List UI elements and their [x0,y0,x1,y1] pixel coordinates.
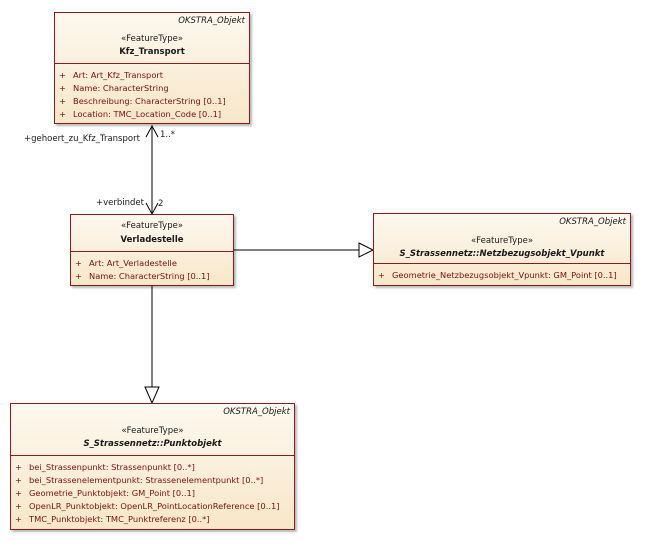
multiplicity-bottom: 2 [158,199,164,209]
attribute-row[interactable]: + Art: Art_Verladestelle [71,256,233,269]
visibility-marker: + [75,270,82,281]
visibility-marker: + [59,108,66,119]
generalization-triangle-punktobjekt [144,386,160,405]
multiplicity-top: 1..* [160,130,176,140]
visibility-marker: + [15,474,22,485]
attribute-text: Location: TMC_Location_Code [0..1] [73,108,222,119]
parent-class-label: OKSTRA_Objekt [223,407,290,417]
attribute-row[interactable]: + Beschreibung: CharacterString [0..1] [55,94,249,107]
class-header: «FeatureType» Verladestelle [71,215,233,252]
class-name: S_Strassennetz::Netzbezugsobjekt_Vpunkt [399,249,605,259]
attribute-list: + bei_Strassenpunkt: Strassenpunkt [0..*]… [11,456,294,525]
parent-class-label: OKSTRA_Objekt [559,217,626,227]
attribute-row[interactable]: + TMC_Punktobjekt: TMC_Punktreferenz [0..… [11,512,294,525]
attribute-list: + Art: Art_Verladestelle + Name: CharacterS… [71,252,233,282]
class-name: Verladestelle [120,235,184,245]
role-label-top: +gehoert_zu_Kfz_Transport [24,134,140,144]
visibility-marker: + [15,500,22,511]
visibility-marker: + [59,95,66,106]
attribute-row[interactable]: + Name: CharacterString [0..1] [71,269,233,282]
parent-class-label: OKSTRA_Objekt [178,16,245,26]
visibility-marker: + [59,82,66,93]
visibility-marker: + [15,487,22,498]
generalization-triangle-vpunkt [358,242,375,258]
attribute-text: Art: Art_Kfz_Transport [73,69,164,80]
attribute-row[interactable]: + Art: Art_Kfz_Transport [55,68,249,81]
attribute-text: Beschreibung: CharacterString [0..1] [73,95,226,106]
attribute-text: TMC_Punktobjekt: TMC_Punktreferenz [0..*… [29,513,210,524]
class-name: S_Strassennetz::Punktobjekt [83,439,222,449]
stereotype-label: «FeatureType» [120,221,184,231]
attribute-text: Geometrie_Punktobjekt: GM_Point [0..1] [29,487,195,498]
attribute-text: OpenLR_Punktobjekt: OpenLR_PointLocation… [29,500,280,511]
stereotype-label: «FeatureType» [470,236,534,246]
stereotype-label: «FeatureType» [121,426,184,436]
attribute-row[interactable]: + OpenLR_Punktobjekt: OpenLR_PointLocatio… [11,499,294,512]
visibility-marker: + [15,461,22,472]
attribute-text: Geometrie_Netzbezugsobjekt_Vpunkt: GM_Po… [392,269,617,280]
attribute-row[interactable]: + Geometrie_Netzbezugsobjekt_Vpunkt: GM_P… [374,268,630,281]
attribute-text: Art: Art_Verladestelle [89,257,177,268]
attribute-row[interactable]: + bei_Strassenpunkt: Strassenpunkt [0..*] [11,460,294,473]
class-netzbezugsobjekt-vpunkt[interactable]: OKSTRA_Objekt «FeatureType» S_Strassenne… [373,213,631,286]
class-header: OKSTRA_Objekt «FeatureType» S_Strassenne… [11,404,294,456]
visibility-marker: + [59,69,66,80]
attribute-text: Name: CharacterString [73,82,169,93]
attribute-text: bei_Strassenelementpunkt: Strassenelemen… [29,474,264,485]
visibility-marker: + [15,513,22,524]
attribute-list: + Geometrie_Netzbezugsobjekt_Vpunkt: GM_P… [374,264,630,281]
attribute-row[interactable]: + Location: TMC_Location_Code [0..1] [55,107,249,120]
class-kfz-transport[interactable]: OKSTRA_Objekt «FeatureType» Kfz_Transpor… [54,12,250,124]
class-header: OKSTRA_Objekt «FeatureType» Kfz_Transpor… [55,13,249,64]
attribute-row[interactable]: + Name: CharacterString [55,81,249,94]
class-punktobjekt[interactable]: OKSTRA_Objekt «FeatureType» S_Strassenne… [10,403,295,530]
role-label-bottom: +verbindet [96,198,144,208]
visibility-marker: + [75,257,82,268]
class-header: OKSTRA_Objekt «FeatureType» S_Strassenne… [374,214,630,264]
attribute-row[interactable]: + Geometrie_Punktobjekt: GM_Point [0..1] [11,486,294,499]
attribute-list: + Art: Art_Kfz_Transport + Name: CharacterS… [55,64,249,120]
attribute-text: bei_Strassenpunkt: Strassenpunkt [0..*] [29,461,195,472]
visibility-marker: + [378,269,385,280]
class-name: Kfz_Transport [119,47,185,57]
association-arrowhead-top [145,124,159,138]
class-verladestelle[interactable]: «FeatureType» Verladestelle + Art: Art_Ve… [70,214,234,286]
stereotype-label: «FeatureType» [120,34,184,44]
attribute-row[interactable]: + bei_Strassenelementpunkt: Strasseneleme… [11,473,294,486]
attribute-text: Name: CharacterString [0..1] [89,270,210,281]
